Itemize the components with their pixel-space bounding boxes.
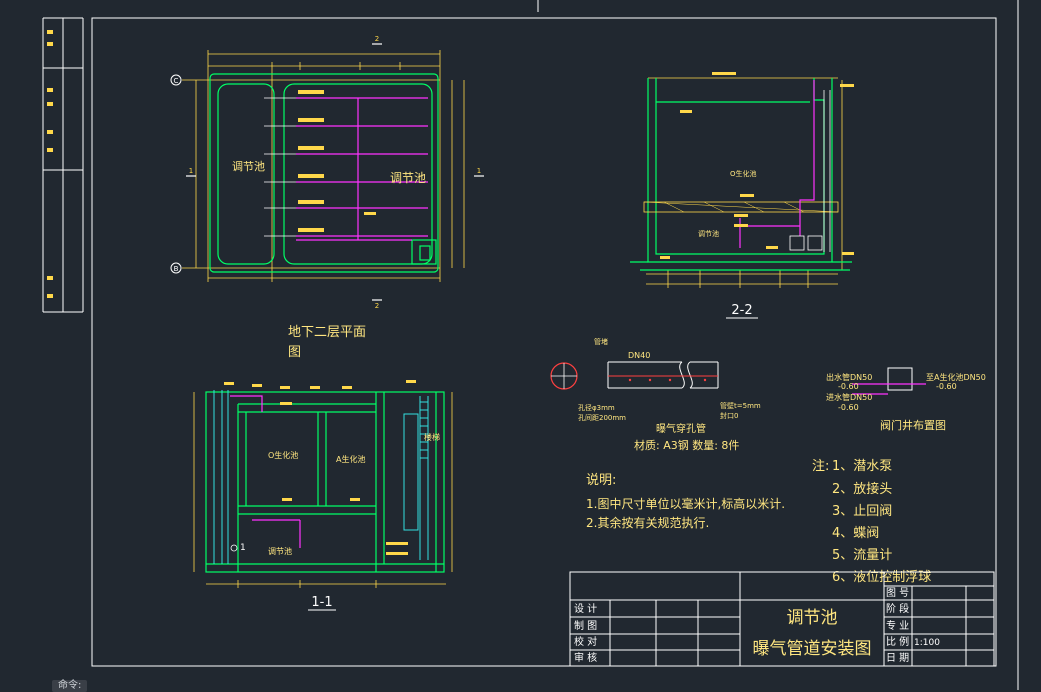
- drawing-title-1: 调节池: [787, 608, 838, 628]
- section-2-2[interactable]: O生化池 调节池 2-2: [630, 72, 854, 319]
- aeration-end-label: 管堵: [594, 337, 608, 346]
- title-block[interactable]: 设 计 制 图 校 对 审 核 调节池 曝气管道安装图 图 号 阶 段 专 业 …: [569, 571, 995, 667]
- title-block-right-4: 比 例: [886, 635, 909, 648]
- legend-item-5: 5、流量计: [832, 548, 892, 563]
- section22-tank-label: O生化池: [730, 169, 757, 178]
- section11-callout: 1: [240, 543, 246, 553]
- aeration-material: 材质: A3钢 数量: 8件: [634, 438, 739, 452]
- title-block-scale: 1:100: [914, 638, 940, 648]
- legend-item-4: 4、蝶阀: [832, 526, 879, 541]
- section-1-1[interactable]: O生化池 A生化池 调节池 楼梯 1 1-1: [193, 380, 453, 611]
- aeration-pipe-size: DN40: [628, 351, 650, 360]
- notes-heading: 说明:: [586, 473, 616, 488]
- notes-item-1: 1.图中尺寸单位以毫米计,标高以米计.: [586, 496, 785, 511]
- notes-item-2: 2.其余按有关规范执行.: [586, 515, 709, 530]
- valve-row2-left-elev: -0.60: [838, 403, 859, 412]
- aeration-caption: 曝气穿孔管: [656, 422, 706, 435]
- legend-item-6: 6、液位控制浮球: [832, 570, 931, 585]
- section-mark-bottom: 2: [375, 302, 379, 310]
- valve-row1-left: 出水管DN50: [826, 372, 872, 382]
- valve-row1-right: 至A生化池DN50: [926, 372, 986, 382]
- valve-row1-left-elev: -0.60: [838, 382, 859, 391]
- aeration-note-left1: 孔径φ3mm: [578, 403, 615, 412]
- drawing-title-2: 曝气管道安装图: [753, 639, 872, 659]
- plan-title: 地下二层平面: [288, 325, 366, 340]
- section22-pump-label: 调节池: [698, 229, 719, 238]
- section-mark-right: 1: [477, 167, 481, 175]
- section-mark-left: 1: [189, 167, 193, 175]
- aeration-pipe-detail[interactable]: DN40 管堵 孔径φ3mm 孔间距200mm 管壁t=5mm 封口0 曝气穿孔…: [550, 337, 761, 452]
- title-block-right-5: 日 期: [886, 652, 909, 664]
- plan-view[interactable]: C B 2 2 1 1 调节池 调节池 地下二层平面 图: [170, 35, 484, 360]
- plan-right-tank-label: 调节池: [390, 171, 426, 185]
- section11-title: 1-1: [311, 595, 332, 610]
- drawing-border: [42, 0, 1019, 690]
- legend-item-2: 2、放接头: [832, 481, 892, 497]
- aeration-note-right2: 封口0: [720, 411, 738, 420]
- command-prompt[interactable]: 命令:: [52, 680, 88, 692]
- side-title-strip: [47, 30, 53, 298]
- section11-stair-label: 楼梯: [424, 432, 440, 442]
- title-block-right-1: 图 号: [886, 587, 909, 599]
- grid-label-bottom: B: [174, 265, 179, 273]
- legend-item-1: 1、潜水泵: [832, 459, 892, 474]
- section-mark-top: 2: [375, 35, 379, 43]
- equipment-legend: 注: 1、潜水泵 2、放接头 3、止回阀 4、蝶阀 5、流量计 6、液位控制浮球: [812, 459, 931, 585]
- plan-left-tank-label: 调节池: [232, 160, 265, 173]
- valve-well-caption: 阀门井布置图: [880, 418, 946, 432]
- valve-row2-left: 进水管DN50: [826, 392, 872, 402]
- title-block-left-1: 设 计: [574, 602, 597, 615]
- section22-title: 2-2: [731, 303, 752, 318]
- section11-label-a: A生化池: [336, 454, 365, 464]
- legend-heading: 注:: [812, 459, 829, 474]
- aeration-note-left2: 孔间距200mm: [578, 414, 626, 422]
- section11-label-o: O生化池: [268, 450, 298, 460]
- title-block-left-2: 制 图: [574, 619, 597, 632]
- legend-item-3: 3、止回阀: [832, 504, 892, 519]
- grid-label-top: C: [174, 77, 179, 85]
- title-block-left-4: 审 核: [574, 651, 597, 664]
- section11-label-adj: 调节池: [268, 546, 292, 556]
- valve-row1-right-elev: -0.60: [936, 382, 957, 391]
- title-block-right-3: 专 业: [886, 619, 909, 632]
- title-block-right-2: 阶 段: [886, 602, 909, 615]
- aeration-note-right1: 管壁t=5mm: [720, 401, 761, 410]
- title-block-left-3: 校 对: [574, 635, 597, 648]
- valve-well-detail[interactable]: 出水管DN50 -0.60 进水管DN50 -0.60 至A生化池DN50 -0…: [826, 367, 986, 432]
- design-notes: 说明: 1.图中尺寸单位以毫米计,标高以米计. 2.其余按有关规范执行.: [586, 473, 785, 530]
- plan-title-cont: 图: [288, 345, 301, 360]
